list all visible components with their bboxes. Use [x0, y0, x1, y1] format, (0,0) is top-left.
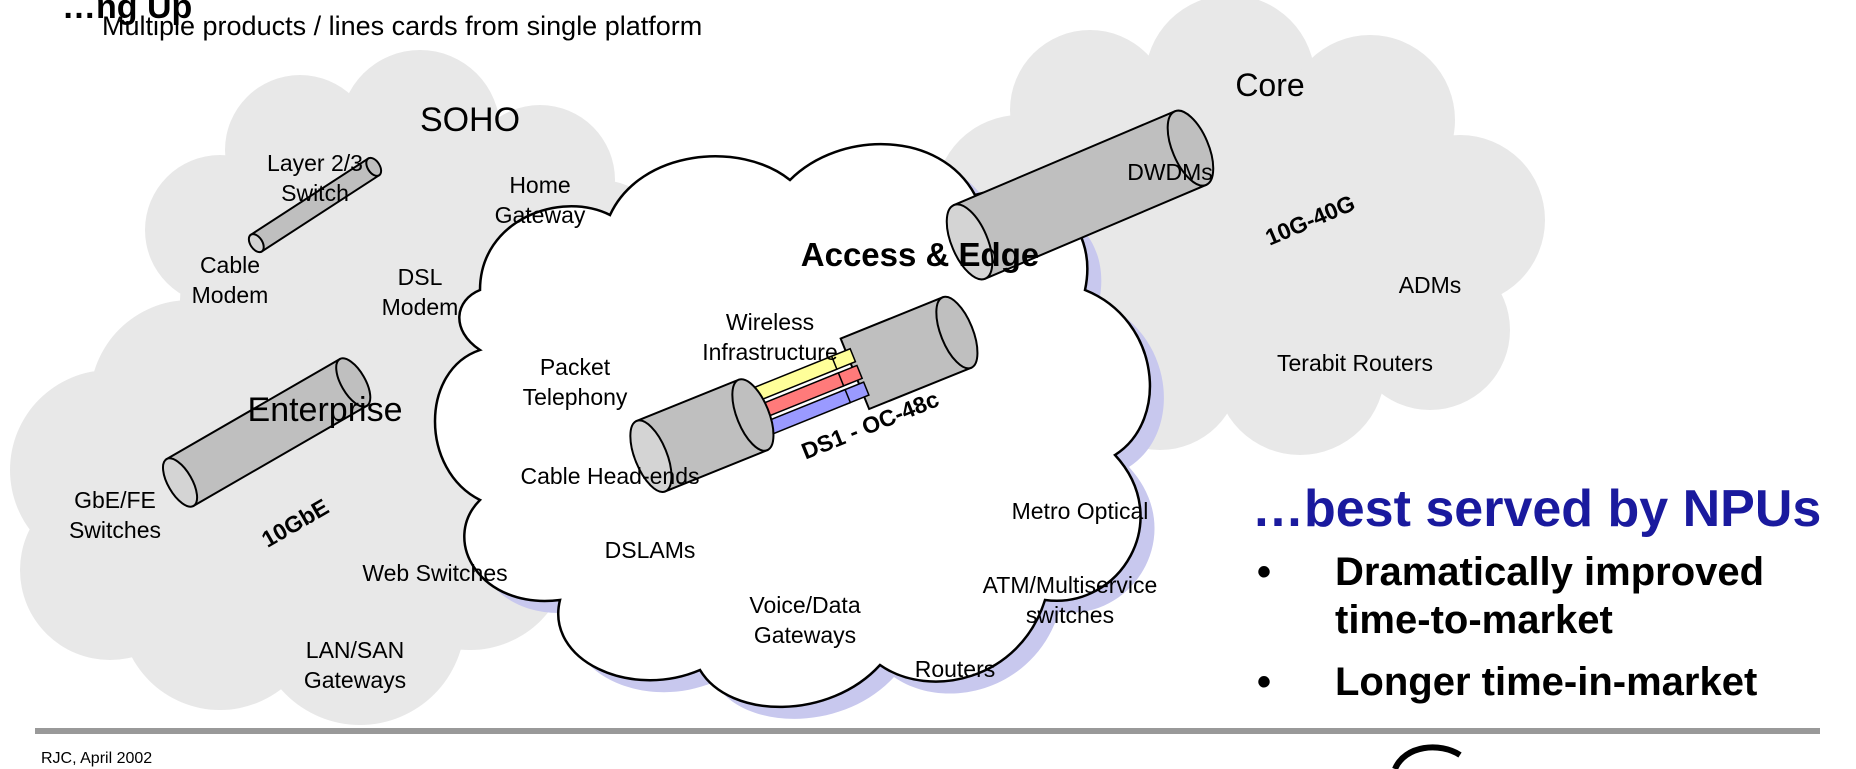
- soho-label-layer-switch: Layer 2/3 Switch: [267, 150, 363, 206]
- enterprise-label-lan-san: LAN/SAN Gateways: [303, 637, 407, 693]
- callout-bullet-item: • Dramatically improved time-to-market: [1257, 548, 1817, 644]
- page-title: …ng Up: [62, 0, 193, 26]
- access-label-packet: Packet Telephony: [522, 354, 628, 410]
- soho-label-home-gateway: Home Gateway: [494, 172, 586, 228]
- access-label-routers: Routers: [914, 656, 996, 682]
- core-label-terabit: Terabit Routers: [1277, 350, 1433, 376]
- callout-bullet-text: Longer time-in-market: [1335, 660, 1758, 704]
- access-fiber-pipe: [629, 295, 979, 493]
- access-label-wireless: Wireless Infrastructure: [702, 309, 838, 365]
- enterprise-label-web-switches: Web Switches: [362, 560, 508, 586]
- footer-author: RJC, April 2002: [41, 750, 153, 767]
- bullet-dot: •: [1257, 660, 1272, 704]
- access-label-dslams: DSLAMs: [604, 537, 696, 563]
- logo-fragment: [1392, 744, 1462, 769]
- callout-bullet-item: • Longer time-in-market: [1257, 658, 1817, 706]
- enterprise-pipe: [162, 357, 372, 508]
- soho-label-cable-modem: Cable Modem: [191, 252, 269, 308]
- enterprise-title: Enterprise: [247, 391, 403, 429]
- callout-bullet-list: • Dramatically improved time-to-market •…: [1257, 548, 1817, 706]
- access-label-cable-headends: Cable Head-ends: [520, 463, 700, 489]
- callout-bullet-text: Dramatically improved time-to-market: [1335, 550, 1765, 642]
- soho-title: SOHO: [419, 101, 521, 139]
- access-label-voice: Voice/Data Gateways: [749, 592, 861, 648]
- access-label-metro: Metro Optical: [1011, 498, 1149, 524]
- page-subtitle: Multiple products / lines cards from sin…: [102, 11, 703, 41]
- bullet-dot: •: [1257, 550, 1272, 594]
- core-label-dwdms: DWDMs: [1127, 159, 1213, 185]
- soho-label-dsl-modem: DSL Modem: [381, 264, 459, 320]
- access-title: Access & Edge: [800, 236, 1040, 273]
- access-label-atm: ATM/Multiservice switches: [982, 572, 1158, 628]
- callout-headline: …best served by NPUs: [1252, 480, 1822, 538]
- core-pipe: [945, 109, 1215, 281]
- core-label-adms: ADMs: [1398, 272, 1462, 298]
- enterprise-label-gbe-fe: GbE/FE Switches: [68, 487, 162, 543]
- soho-pipe: [247, 156, 383, 254]
- core-title: Core: [1235, 67, 1305, 103]
